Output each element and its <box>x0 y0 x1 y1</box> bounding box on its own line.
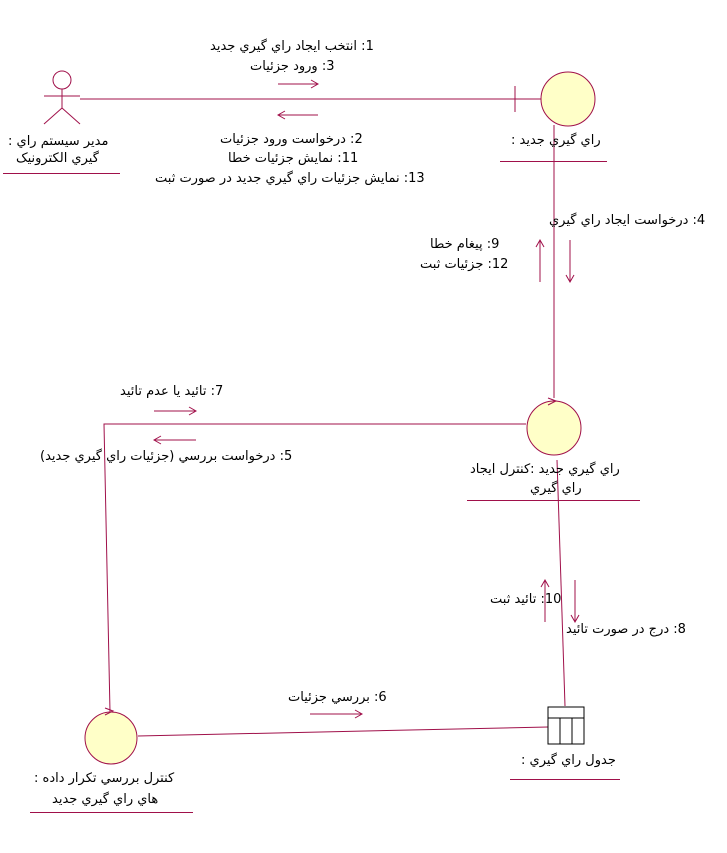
actor-name-line1: مدير سيستم راي : <box>8 134 109 149</box>
message-11: 11: نمايش جزئيات خطا <box>228 151 359 166</box>
message-13: 13: نمايش جزئيات راي گيري جديد در صورت ث… <box>155 171 425 186</box>
arrow-m5-left <box>152 435 196 445</box>
message-1: 1: انتخب ايجاد راي گيري جديد <box>210 39 374 54</box>
arrow-m8-down <box>570 580 580 624</box>
entity-name-underline <box>510 779 620 780</box>
arrow-m4-down <box>565 240 575 284</box>
actor-name-underline <box>3 173 120 174</box>
arrow-m7-right <box>154 406 198 416</box>
control-check-object-icon <box>84 707 138 765</box>
control-check-name-line2: هاي راي گيري جديد <box>52 792 159 807</box>
link-check-entity <box>137 726 549 737</box>
control-check-name-line1: کنترل بررسي تکرار داده : <box>34 771 175 786</box>
arrow-m1-right <box>278 79 320 89</box>
boundary-name-underline <box>500 161 607 162</box>
control-main-name-line1: راي گيري جديد :کنترل ايجاد <box>470 462 620 477</box>
message-9: 9: پيغام خطا <box>430 237 500 252</box>
arrow-m6-right <box>310 709 364 719</box>
table-entity-icon <box>547 706 585 745</box>
message-8: 8: درج در صورت تائيد <box>566 622 686 637</box>
entity-name: جدول راي گيري : <box>521 753 616 768</box>
message-6: 6: بررسي جزئيات <box>288 690 387 705</box>
arrow-m2-left <box>276 110 318 120</box>
message-3: 3: ورود جزئيات <box>250 59 335 74</box>
message-2: 2: درخواست ورود جزئيات <box>220 132 363 147</box>
message-5: 5: درخواست بررسي (جزئيات راي گيري جديد) <box>40 449 293 464</box>
arrow-m9-up <box>535 238 545 282</box>
arrow-m10-up <box>540 578 550 622</box>
control-main-name-line2: راي گيري <box>530 481 582 496</box>
control-main-name-underline <box>467 500 640 501</box>
message-4: 4: درخواست ايجاد راي گيري <box>549 213 706 228</box>
link-control-entity <box>556 459 566 707</box>
message-12: 12: جزئيات ثبت <box>420 257 509 272</box>
actor-name-line2: گيري الکترونيک <box>16 151 99 166</box>
boundary-object-icon <box>514 71 596 127</box>
boundary-name: راي گيري جديد : <box>511 133 601 148</box>
message-7: 7: تائيد يا عدم تائيد <box>120 384 224 399</box>
control-check-name-underline <box>30 812 193 813</box>
actor-icon <box>43 70 81 125</box>
link-control-check <box>103 423 526 713</box>
control-object-icon <box>526 397 582 456</box>
message-10: 10: تائيد ثبت <box>490 592 562 607</box>
